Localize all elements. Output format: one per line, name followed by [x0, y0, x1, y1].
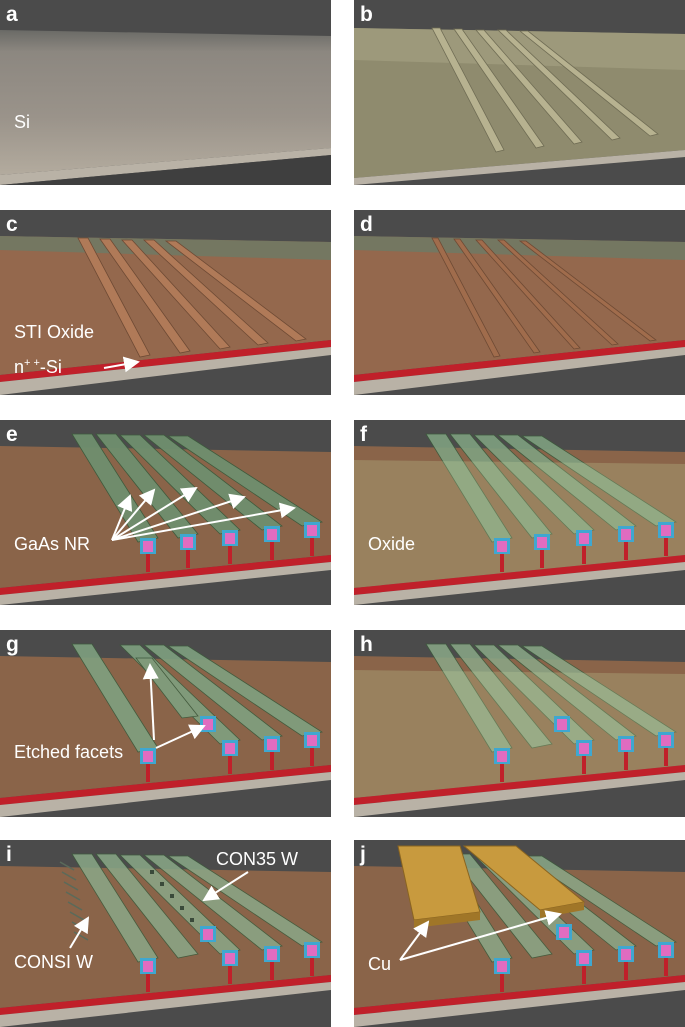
oxide-cladding	[354, 460, 685, 588]
gaas-nanoridges	[425, 433, 678, 543]
label-n-base: n	[14, 357, 25, 377]
panel-letter-a: a	[6, 3, 18, 26]
label-gaas-nr: GaAs NR	[14, 534, 91, 554]
panel-letter-g: g	[6, 633, 19, 656]
panel-letter-f: f	[360, 423, 367, 446]
nr-cross-sections	[140, 716, 320, 782]
si-substrate	[0, 30, 331, 175]
con35-w-contacts	[150, 870, 194, 922]
panel-i: i CONSI W CON35 W	[0, 840, 331, 1027]
panel-b: b	[354, 0, 685, 185]
panel-letter-c: c	[6, 213, 18, 236]
label-etched-facets: Etched facets	[14, 742, 124, 762]
panel-h: h	[354, 630, 685, 817]
n-plus-si-layer	[0, 340, 331, 382]
label-con35-w: CON35 W	[216, 849, 299, 869]
si-fins	[77, 237, 307, 358]
panel-b-scene	[354, 0, 685, 185]
label-sti-oxide: STI Oxide	[14, 322, 95, 342]
sti-oxide-layer	[0, 236, 331, 375]
label-cu: Cu	[368, 954, 392, 974]
panel-a-scene	[0, 0, 331, 185]
panel-f-scene	[354, 420, 685, 605]
panel-d: d	[354, 210, 685, 395]
panel-g: g Etched facets	[0, 630, 331, 817]
label-si: Si	[14, 112, 31, 132]
nr-cross-sections	[494, 924, 674, 992]
panel-e-scene	[0, 420, 331, 605]
label-n-sup: + +	[24, 357, 40, 369]
label-n-plus-si: n+ +-Si	[14, 357, 62, 377]
label-n-suffix: -Si	[39, 357, 62, 377]
nr-cross-sections	[494, 716, 674, 782]
panel-d-scene	[354, 210, 685, 395]
cu-pads	[397, 845, 586, 928]
panel-g-scene	[0, 630, 331, 817]
label-oxide: Oxide	[368, 534, 416, 554]
panel-j: j Cu	[354, 840, 685, 1027]
nr-cross-sections	[494, 522, 674, 572]
panel-letter-e: e	[6, 423, 18, 446]
panel-h-scene	[354, 630, 685, 817]
panel-letter-h: h	[360, 633, 373, 656]
panel-letter-i: i	[6, 843, 12, 866]
panel-j-scene	[354, 840, 685, 1027]
recessed-fins	[431, 237, 657, 358]
panel-a: a Si	[0, 0, 331, 185]
panel-e: e GaAs NR	[0, 420, 331, 605]
panel-letter-b: b	[360, 3, 373, 26]
panel-letter-j: j	[360, 843, 366, 866]
gaas-nanoridges	[425, 643, 678, 753]
panel-f: f Oxide	[354, 420, 685, 605]
panel-c-scene	[0, 210, 331, 395]
si-fins	[431, 27, 659, 153]
panel-c: c STI Oxide n+ +-Si	[0, 210, 331, 395]
panel-letter-d: d	[360, 213, 373, 236]
label-consi-w: CONSI W	[14, 952, 93, 972]
nr-cross-sections	[140, 926, 320, 992]
